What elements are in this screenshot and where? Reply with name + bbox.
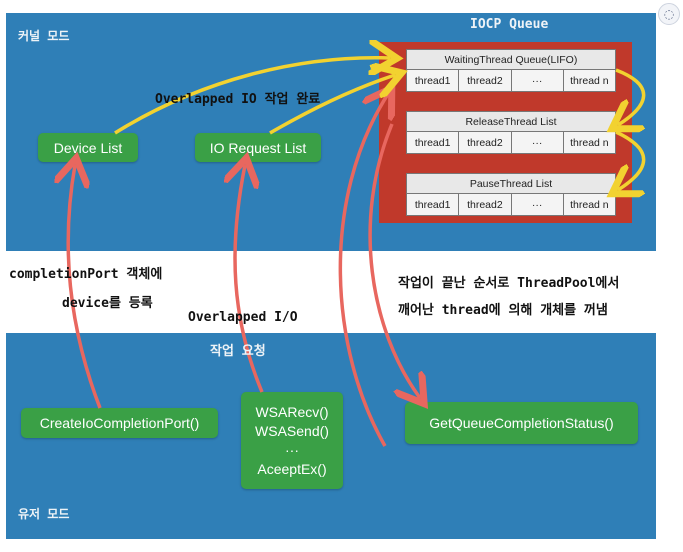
accept-ex: AceeptEx() xyxy=(257,460,327,477)
waiting-thread-queue: WaitingThread Queue(LIFO) thread1 thread… xyxy=(406,49,616,92)
queue-cell: thread2 xyxy=(459,194,512,215)
corner-badge-icon[interactable]: ◌ xyxy=(658,3,680,25)
queue-cell: ··· xyxy=(511,70,564,91)
arrow-io-request-to-iocp xyxy=(269,75,395,135)
queue-cell: thread2 xyxy=(459,70,512,91)
completion-port-annotation-1: completionPort 객체에 xyxy=(9,267,163,282)
wsa-ellipsis: ··· xyxy=(285,441,299,458)
queue-cell: thread n xyxy=(563,70,615,91)
pause-thread-list-title: PauseThread List xyxy=(407,174,615,194)
get-queue-completion-status-node: GetQueueCompletionStatus() xyxy=(405,402,638,444)
pause-thread-list: PauseThread List thread1 thread2 ··· thr… xyxy=(406,173,616,216)
user-mode-label: 유저 모드 xyxy=(18,507,70,521)
overlapped-io-annotation: Overlapped I/O xyxy=(188,310,298,325)
arrow-get-queue-to-iocp xyxy=(338,94,388,447)
arrow-iocp-to-get-queue xyxy=(368,123,420,398)
overlapped-done-annotation: Overlapped IO 작업 완료 xyxy=(155,92,321,107)
queue-cell: ··· xyxy=(511,194,564,215)
queue-cell: ··· xyxy=(511,132,564,153)
waiting-thread-queue-title: WaitingThread Queue(LIFO) xyxy=(407,50,615,70)
arrow-device-to-iocp xyxy=(114,58,390,135)
wsa-calls-node: WSARecv() WSASend() ··· AceeptEx() xyxy=(241,392,343,489)
wsa-send: WSASend() xyxy=(255,422,329,439)
release-thread-list-title: ReleaseThread List xyxy=(407,112,615,132)
create-iocp-node: CreateIoCompletionPort() xyxy=(21,408,218,438)
queue-cell: thread2 xyxy=(459,132,512,153)
arrow-release-to-pause xyxy=(616,130,646,190)
queue-cell: thread1 xyxy=(407,194,460,215)
kernel-mode-label: 커널 모드 xyxy=(18,29,70,43)
wsa-recv: WSARecv() xyxy=(255,403,329,420)
arrow-wsa-to-io-request xyxy=(235,165,264,393)
completion-port-annotation-2: device를 등록 xyxy=(62,296,153,311)
queue-cell: thread n xyxy=(563,194,615,215)
iocp-queue-title: IOCP Queue xyxy=(470,17,549,32)
queue-cell: thread1 xyxy=(407,70,460,91)
order-annotation-1: 작업이 끝난 순서로 ThreadPool에서 xyxy=(398,276,620,291)
arrow-waiting-to-release xyxy=(616,68,646,125)
arrow-create-to-device xyxy=(68,165,102,409)
queue-cell: thread1 xyxy=(407,132,460,153)
order-annotation-2: 깨어난 thread에 의해 개체를 꺼냄 xyxy=(398,303,608,318)
queue-cell: thread n xyxy=(563,132,615,153)
io-request-annotation: 작업 요청 xyxy=(210,344,266,359)
release-thread-list: ReleaseThread List thread1 thread2 ··· t… xyxy=(406,111,616,154)
